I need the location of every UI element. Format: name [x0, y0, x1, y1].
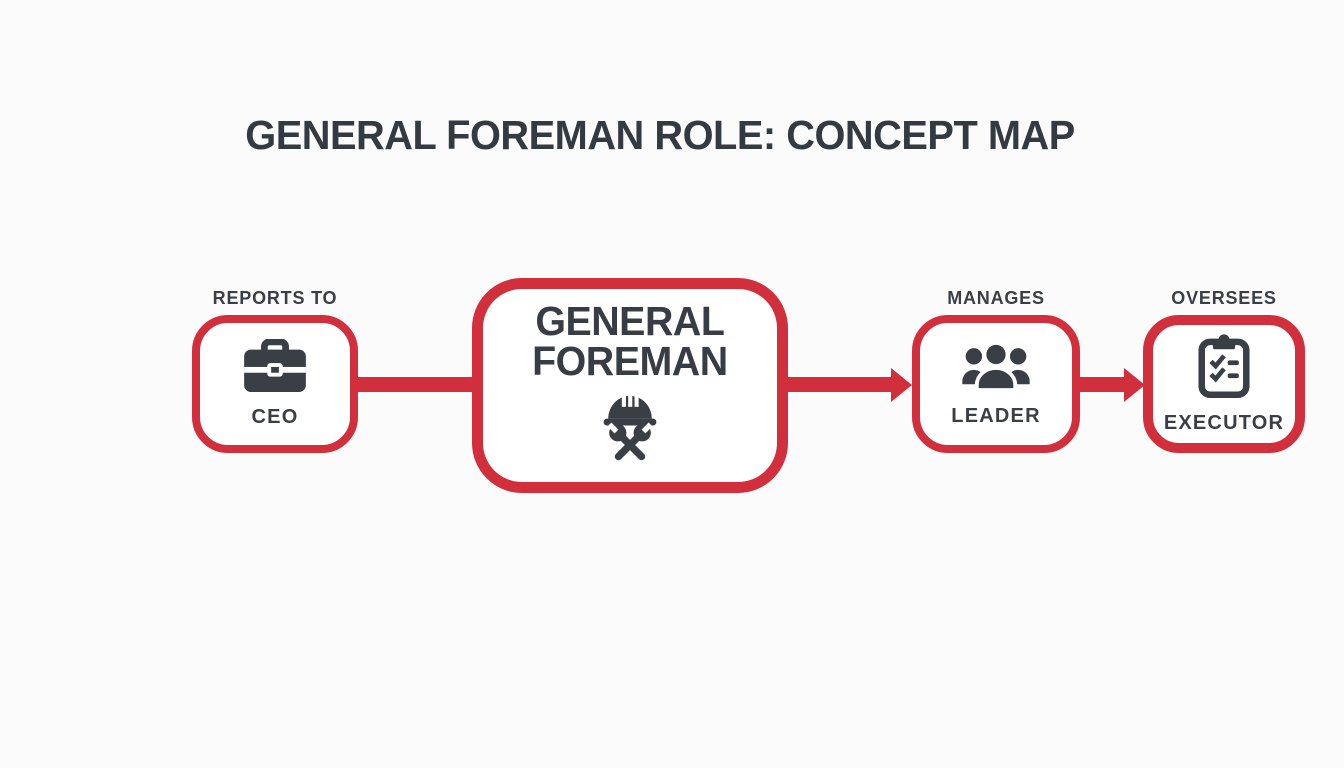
node-label-ceo: CEO	[251, 406, 299, 428]
hardhat-tools-icon	[598, 385, 662, 470]
node-leader: LEADER	[912, 315, 1080, 453]
node-executor: EXECUTOR	[1143, 315, 1305, 453]
connector-ceo-to-foreman	[350, 377, 476, 392]
connector-foreman-to-leader	[783, 377, 893, 392]
arrowhead-leader-to-executor	[1124, 368, 1145, 402]
relation-label-oversees: OVERSEES	[1171, 288, 1277, 308]
people-group-icon	[961, 340, 1031, 397]
relation-label-manages: MANAGES	[947, 288, 1045, 308]
node-label-general-foreman: GENERAL FOREMAN	[532, 297, 728, 384]
clipboard-checklist-icon	[1198, 333, 1250, 404]
node-ceo: CEO	[192, 315, 358, 453]
page-title: GENERAL FOREMAN ROLE: CONCEPT MAP	[245, 112, 1075, 158]
briefcase-icon	[244, 338, 306, 398]
node-label-general-foreman-line1: GENERAL	[535, 297, 725, 344]
connector-leader-to-executor	[1076, 377, 1126, 392]
relation-label-reports-to: REPORTS TO	[212, 288, 338, 308]
node-general-foreman: GENERAL FOREMAN	[472, 278, 788, 493]
node-label-executor: EXECUTOR	[1163, 412, 1285, 434]
arrowhead-foreman-to-leader	[891, 368, 912, 402]
node-label-general-foreman-line2: FOREMAN	[532, 338, 728, 384]
node-label-leader: LEADER	[951, 405, 1041, 427]
